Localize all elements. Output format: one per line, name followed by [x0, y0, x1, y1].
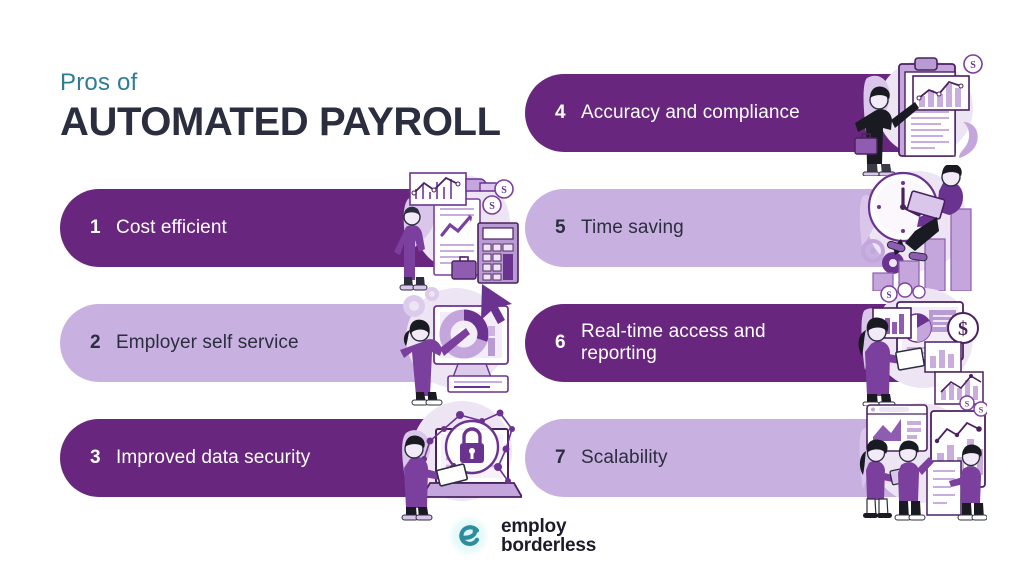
list-item[interactable]: 1 Cost efficient S	[60, 172, 519, 291]
item-number: 7	[555, 447, 566, 468]
svg-text:S: S	[970, 60, 976, 71]
item-label: Cost efficient	[116, 216, 227, 238]
title-kicker: Pros of	[60, 69, 138, 96]
svg-text:S: S	[886, 290, 891, 300]
item-number: 2	[90, 332, 101, 353]
item-number: 1	[90, 217, 101, 238]
item-number: 5	[555, 217, 566, 238]
list-item[interactable]: 6 Real-time access and reporting S	[525, 282, 984, 406]
list-item[interactable]: 2 Employer self service	[60, 284, 512, 406]
item-label: Scalability	[581, 446, 668, 468]
pill-item-1[interactable]: 1 Cost efficient	[60, 189, 480, 267]
list-item[interactable]: 5 Time saving	[525, 165, 973, 291]
pill-item-6[interactable]: 6 Real-time access and reporting	[525, 304, 945, 382]
brand-logo-line2: borderless	[501, 535, 597, 556]
item-label: Real-time access and reporting	[581, 321, 766, 366]
pill-item-4[interactable]: 4 Accuracy and compliance	[525, 74, 945, 152]
pill-item-3[interactable]: 3 Improved data security	[60, 419, 480, 497]
item-label: Accuracy and compliance	[581, 101, 800, 123]
employ-borderless-e-logo-icon	[448, 515, 490, 557]
item-label: Employer self service	[116, 331, 299, 353]
svg-text:S: S	[501, 185, 507, 196]
svg-text:S: S	[489, 201, 495, 212]
svg-text:$: $	[958, 318, 968, 340]
brand-logo-line1: employ	[501, 515, 567, 537]
list-item[interactable]: 4 Accuracy and compliance S	[525, 54, 983, 176]
item-label: Time saving	[581, 216, 684, 238]
list-item[interactable]: 3 Improved data security	[60, 401, 522, 521]
item-number: 6	[555, 332, 566, 353]
item-label-line2: reporting	[581, 343, 657, 364]
item-number: 4	[555, 102, 566, 123]
svg-text:S: S	[965, 400, 970, 409]
svg-text:S: S	[979, 406, 984, 415]
item-number: 3	[90, 447, 101, 468]
title-headline: AUTOMATED PAYROLL	[60, 100, 501, 145]
brand-logo-text: employ borderless	[501, 515, 597, 556]
item-label-line1: Real-time access and	[581, 320, 766, 342]
pill-item-5[interactable]: 5 Time saving	[525, 189, 945, 267]
item-label: Improved data security	[116, 446, 311, 468]
pill-item-2[interactable]: 2 Employer self service	[60, 304, 480, 382]
list-item[interactable]: 7 Scalability S S	[525, 395, 987, 521]
page-title: Pros of AUTOMATED PAYROLL	[60, 69, 501, 145]
brand-logo[interactable]: employ borderless	[447, 514, 596, 558]
pill-item-7[interactable]: 7 Scalability	[525, 419, 945, 497]
